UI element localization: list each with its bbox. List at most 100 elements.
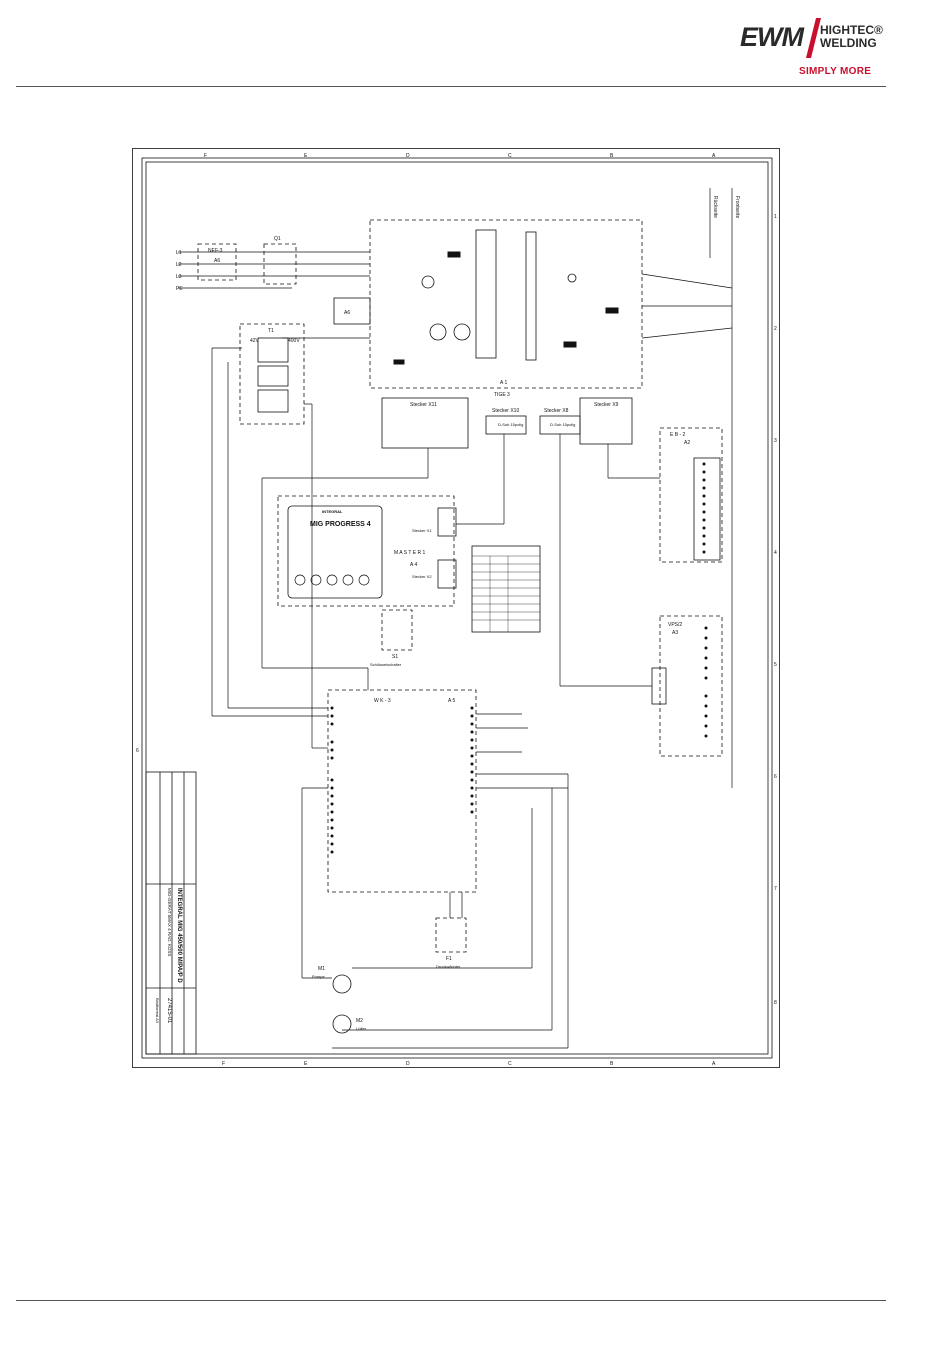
frame-number: 3 (774, 438, 777, 444)
x11-label: Stecker X11 (410, 402, 437, 408)
vps-box (659, 615, 723, 757)
s1-name: Schlüsselschalter (370, 662, 402, 667)
frame-letter-bottom: F (222, 1061, 225, 1067)
a6-box (333, 297, 371, 325)
frame-number-left: 6 (136, 748, 139, 754)
vps-connector (651, 667, 667, 705)
supply-l1: L1 (176, 250, 182, 256)
frame-number: 6 (774, 774, 777, 780)
t1-label: T1 (268, 328, 274, 334)
title-block-title: INTEGRAL MIG 450/500 M/PA/P D (176, 888, 182, 983)
a5-label: A 5 (448, 698, 455, 704)
stecker-x2-label: Stecker X2 (412, 574, 432, 579)
supply-l2: L2 (176, 262, 182, 268)
frame-letter-bottom: E (304, 1061, 308, 1067)
m2-fan (332, 1014, 352, 1034)
vps-label: VPS/2 (668, 622, 682, 628)
t1-400v: 400V (288, 338, 300, 344)
s1-label: S1 (392, 654, 398, 660)
x9-plug (579, 397, 633, 445)
frame-letter-bottom: C (508, 1061, 512, 1067)
eb2-terminals (693, 457, 721, 561)
logo-tagline: HIGHTEC® WELDING (820, 23, 883, 50)
frame-letter-bottom: D (406, 1061, 410, 1067)
frame-letter-top: F (204, 153, 207, 159)
panel-brand: INTEGRAL (322, 509, 343, 514)
t1-box (239, 323, 305, 425)
master-box (277, 495, 455, 607)
frame-letter-top: D (406, 153, 410, 159)
rueckseite-label: Rückseite (712, 196, 718, 218)
a6-nef-label: A6 (214, 258, 220, 264)
m2-label: M2 (356, 1018, 363, 1024)
master-label: M A S T E R 1 (394, 550, 425, 556)
a2-label: A2 (684, 440, 690, 446)
title-block-drawing-no: 27415-01 (166, 998, 172, 1024)
control-panel (287, 505, 383, 599)
dsub2-label: D-Sub 15polig (550, 422, 575, 427)
wk3-box (327, 689, 477, 893)
frame-letter-top: A (712, 153, 716, 159)
a1-box (369, 219, 643, 389)
x10-label: Stecker X10 (492, 408, 519, 414)
m1-name: Pumpe (312, 974, 325, 979)
s1-box (381, 609, 413, 651)
frame-letter-top: C (508, 153, 512, 159)
logo-slash (806, 18, 821, 58)
wk3-label: W K - 3 (374, 698, 391, 704)
m1-motor (332, 974, 352, 994)
dsub-x2 (437, 559, 457, 589)
a3-label: A3 (672, 630, 678, 636)
nef-box (197, 243, 237, 281)
frame-letter-bottom: B (610, 1061, 614, 1067)
frame-letter-top: E (304, 153, 308, 159)
x9-label: Stecker X9 (594, 402, 619, 408)
q1-label: Q1 (274, 236, 281, 242)
outer-frame (132, 148, 780, 1068)
a6-label: A6 (344, 310, 350, 316)
inner-frame (141, 157, 773, 1059)
supply-l3: L3 (176, 274, 182, 280)
stecker-x1-label: Stecker X1 (412, 528, 432, 533)
frame-number: 4 (774, 550, 777, 556)
supply-pe: PE (176, 286, 183, 292)
title-block (145, 771, 197, 1055)
a1-label: A 1 (500, 380, 507, 386)
frame-letter-top: B (610, 153, 614, 159)
nef-label: NEF-3 (208, 248, 223, 254)
frame-letter-bottom: A (712, 1061, 716, 1067)
wiring-diagram: F E D C B A F E D C B A 1 2 3 4 5 6 7 8 … (132, 148, 780, 1068)
m1-label: M1 (318, 966, 325, 972)
f1-name: Druckwächter (436, 964, 461, 969)
ewm-logo: EWM HIGHTEC® WELDING SIMPLY MORE (740, 18, 940, 80)
logo-brand: EWM (740, 22, 804, 52)
type-label: TIGE 3 (494, 392, 510, 398)
frame-number: 5 (774, 662, 777, 668)
eb2-label: E B - 2 (670, 432, 686, 438)
frame-number: 8 (774, 1000, 777, 1006)
panel-model: MIG PROGRESS 4 (310, 521, 371, 528)
frame-number: 7 (774, 886, 777, 892)
drawing-frame (145, 161, 769, 1055)
title-block-sheet: Blattformat A3 (155, 998, 160, 1024)
t1-core3 (257, 389, 289, 413)
dsub-table (471, 545, 541, 633)
title-block-sub: MIG-GERÄT 5MAX 4 RAD. KOSS (167, 888, 173, 956)
frontseite-label: Frontseite (734, 196, 740, 218)
t1-core1 (257, 337, 289, 363)
dsub-x1 (437, 507, 457, 537)
m2-name: Lüfter (356, 1026, 367, 1031)
logo-slogan: SIMPLY MORE (799, 66, 872, 77)
t1-core2 (257, 365, 289, 387)
dsub1-label: D-Sub 15polig (498, 422, 523, 427)
frame-number: 2 (774, 326, 777, 332)
x11-plug (381, 397, 469, 449)
footer-rule (16, 1300, 886, 1301)
header-rule (16, 86, 886, 87)
t1-42v: 42V (250, 338, 260, 344)
eb2-box (659, 427, 723, 563)
x8-label: Stecker X8 (544, 408, 569, 414)
x10-dsub (485, 415, 527, 435)
frame-number: 1 (774, 214, 777, 220)
f1-box (435, 917, 467, 953)
